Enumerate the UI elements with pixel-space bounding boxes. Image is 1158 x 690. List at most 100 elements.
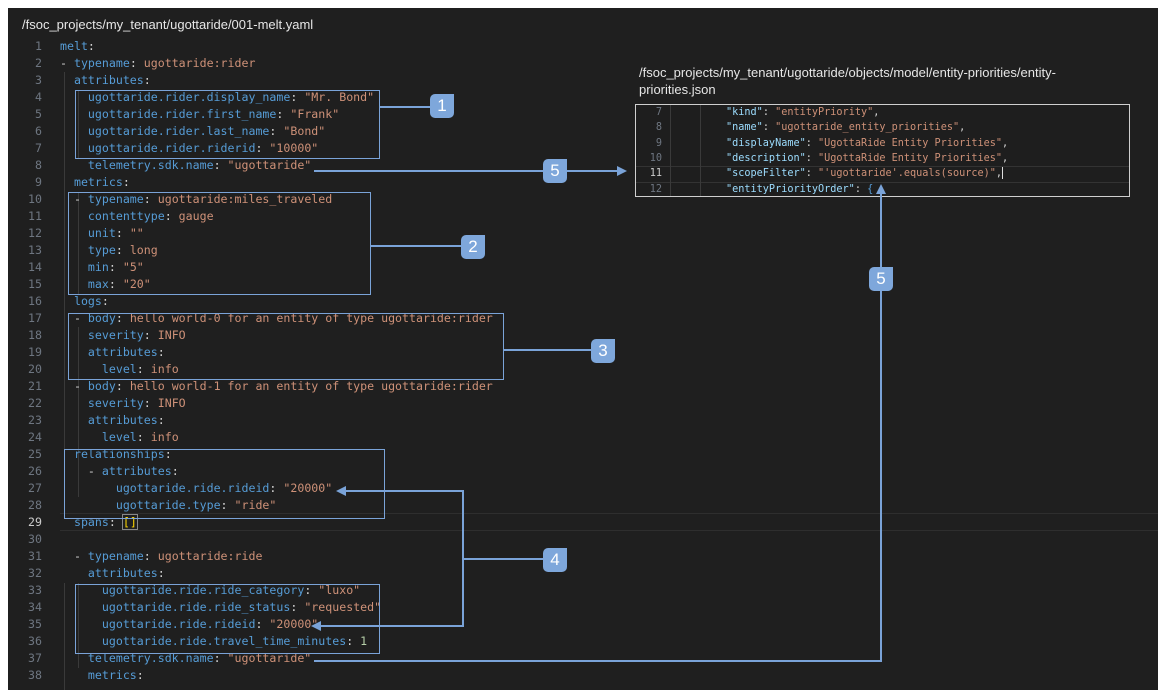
- code-line[interactable]: 10 - typename: ugottaride:miles_traveled: [0, 191, 1158, 208]
- code-token: "description": [726, 152, 806, 164]
- code-token: :: [805, 137, 819, 149]
- line-number: 17: [28, 311, 42, 325]
- indent-guide: [78, 327, 79, 497]
- code-text: max: "20": [60, 276, 151, 293]
- code-line[interactable]: 2- typename: ugottaride:rider: [0, 55, 1158, 72]
- code-text: attributes:: [60, 565, 165, 582]
- code-line[interactable]: 27 ugottaride.ride.rideid: "20000": [0, 480, 1158, 497]
- connector-line-4-badge: [462, 558, 544, 560]
- connector-line-5-top: [314, 170, 620, 172]
- connector-line-5-bottom: [314, 660, 882, 662]
- code-line[interactable]: 23 attributes:: [0, 412, 1158, 429]
- code-line[interactable]: 9 metrics:: [0, 174, 1158, 191]
- code-line[interactable]: 20 level: info: [0, 361, 1158, 378]
- code-line[interactable]: 17 - body: hello world-0 for an entity o…: [0, 310, 1158, 327]
- code-line[interactable]: 38 metrics:: [0, 667, 1158, 684]
- callout-badge-5-right: 5: [869, 267, 893, 291]
- code-token: relationships: [73, 447, 165, 461]
- code-line[interactable]: 18 severity: INFO: [0, 327, 1158, 344]
- code-text: relationships:: [60, 446, 172, 463]
- code-token: level: [101, 362, 137, 376]
- code-token: [60, 158, 88, 172]
- json-editor[interactable]: 7"kind": "entityPriority",8"name": "ugot…: [635, 104, 1130, 197]
- code-line[interactable]: 32 attributes:: [0, 565, 1158, 582]
- code-token: min: [87, 260, 109, 274]
- line-number: 7: [655, 107, 662, 118]
- line-number: 7: [35, 141, 42, 155]
- code-token: :: [171, 464, 179, 478]
- json-code-line[interactable]: 11"scopeFilter": "'ugottaride'.equals(so…: [636, 166, 1129, 181]
- code-line[interactable]: 12 unit: "": [0, 225, 1158, 242]
- code-line[interactable]: 26 - attributes:: [0, 463, 1158, 480]
- code-line[interactable]: 14 min: "5": [0, 259, 1158, 276]
- code-token: "'ugottaride'.equals(source)": [818, 168, 996, 180]
- code-token: :: [136, 668, 144, 682]
- indent-guide: [78, 583, 79, 668]
- code-line[interactable]: 5 ugottaride.rider.first_name: "Frank": [0, 106, 1158, 123]
- arrow-left-icon: [336, 486, 346, 496]
- code-token: "entityPriorityOrder": [726, 183, 855, 195]
- code-token: "luxo": [318, 583, 361, 597]
- code-line[interactable]: 34 ugottaride.ride.ride_status: "request…: [0, 599, 1158, 616]
- code-line[interactable]: 24 level: info: [0, 429, 1158, 446]
- code-token: :: [805, 152, 819, 164]
- connector-line-2: [371, 245, 463, 247]
- code-token: info: [150, 430, 179, 444]
- json-code-line[interactable]: 10"description": "UgottaRide Entity Prio…: [636, 151, 1129, 166]
- code-token: "": [129, 226, 144, 240]
- line-number: 5: [35, 107, 42, 121]
- code-line[interactable]: 37 telemetry.sdk.name: "ugottaride": [0, 650, 1158, 667]
- code-line[interactable]: 3 attributes:: [0, 72, 1158, 89]
- code-line[interactable]: 30: [0, 531, 1158, 548]
- code-line[interactable]: 21 - body: hello world-1 for an entity o…: [0, 378, 1158, 395]
- json-code-line[interactable]: 9"displayName": "UgottaRide Entity Prior…: [636, 136, 1129, 151]
- code-token: :: [115, 379, 130, 393]
- indent-guide: [78, 192, 79, 294]
- code-token: :: [143, 396, 158, 410]
- connector-line-1: [380, 106, 430, 108]
- line-number: 4: [35, 90, 42, 104]
- arrow-right-icon: [617, 166, 627, 176]
- code-text: - typename: ugottaride:rider: [60, 55, 255, 72]
- code-line[interactable]: 11 contenttype: gauge: [0, 208, 1158, 225]
- line-number: 19: [28, 345, 42, 359]
- code-token: :: [255, 617, 270, 631]
- code-line[interactable]: 28 ugottaride.type: "ride": [0, 497, 1158, 514]
- code-line[interactable]: 13 type: long: [0, 242, 1158, 259]
- code-text: - body: hello world-1 for an entity of t…: [60, 378, 493, 395]
- code-line[interactable]: 7 ugottaride.rider.riderid: "10000": [0, 140, 1158, 157]
- callout-badge-3: 3: [591, 339, 615, 363]
- code-line[interactable]: 8 telemetry.sdk.name: "ugottaride": [0, 157, 1158, 174]
- code-token: metrics: [87, 668, 137, 682]
- code-line[interactable]: 36 ugottaride.ride.travel_time_minutes: …: [0, 633, 1158, 650]
- code-line[interactable]: 35 ugottaride.ride.rideid: "20000": [0, 616, 1158, 633]
- line-number: 8: [35, 158, 42, 172]
- code-token: :: [213, 651, 228, 665]
- code-token: :: [213, 158, 228, 172]
- code-token: ugottaride.ride.ride_status: [101, 600, 291, 614]
- code-text: severity: INFO: [60, 327, 186, 344]
- json-code-line[interactable]: 12"entityPriorityOrder": {: [636, 182, 1129, 197]
- code-line[interactable]: 4 ugottaride.rider.display_name: "Mr. Bo…: [0, 89, 1158, 106]
- code-token: :: [143, 549, 158, 563]
- code-token: severity: [87, 396, 144, 410]
- code-token: :: [762, 122, 776, 134]
- code-line[interactable]: 6 ugottaride.rider.last_name: "Bond": [0, 123, 1158, 140]
- code-token: :: [220, 498, 235, 512]
- code-text: level: info: [60, 361, 179, 378]
- code-line[interactable]: 25 relationships:: [0, 446, 1158, 463]
- json-code-line[interactable]: 8"name": "ugottaride_entity_priorities",: [636, 120, 1129, 135]
- code-line[interactable]: 19 attributes:: [0, 344, 1158, 361]
- json-code-line[interactable]: 7"kind": "entityPriority",: [636, 105, 1129, 120]
- code-token: attributes: [87, 345, 158, 359]
- code-line[interactable]: 15 max: "20": [0, 276, 1158, 293]
- line-number: 18: [28, 328, 42, 342]
- code-token: ,: [1002, 152, 1009, 164]
- code-token: ugottaride.rider.last_name: [87, 124, 270, 138]
- code-line[interactable]: 22 severity: INFO: [0, 395, 1158, 412]
- code-line[interactable]: 31 - typename: ugottaride:ride: [0, 548, 1158, 565]
- line-number: 14: [28, 260, 42, 274]
- code-line[interactable]: 16 logs:: [0, 293, 1158, 310]
- code-line[interactable]: 33 ugottaride.ride.ride_category: "luxo": [0, 582, 1158, 599]
